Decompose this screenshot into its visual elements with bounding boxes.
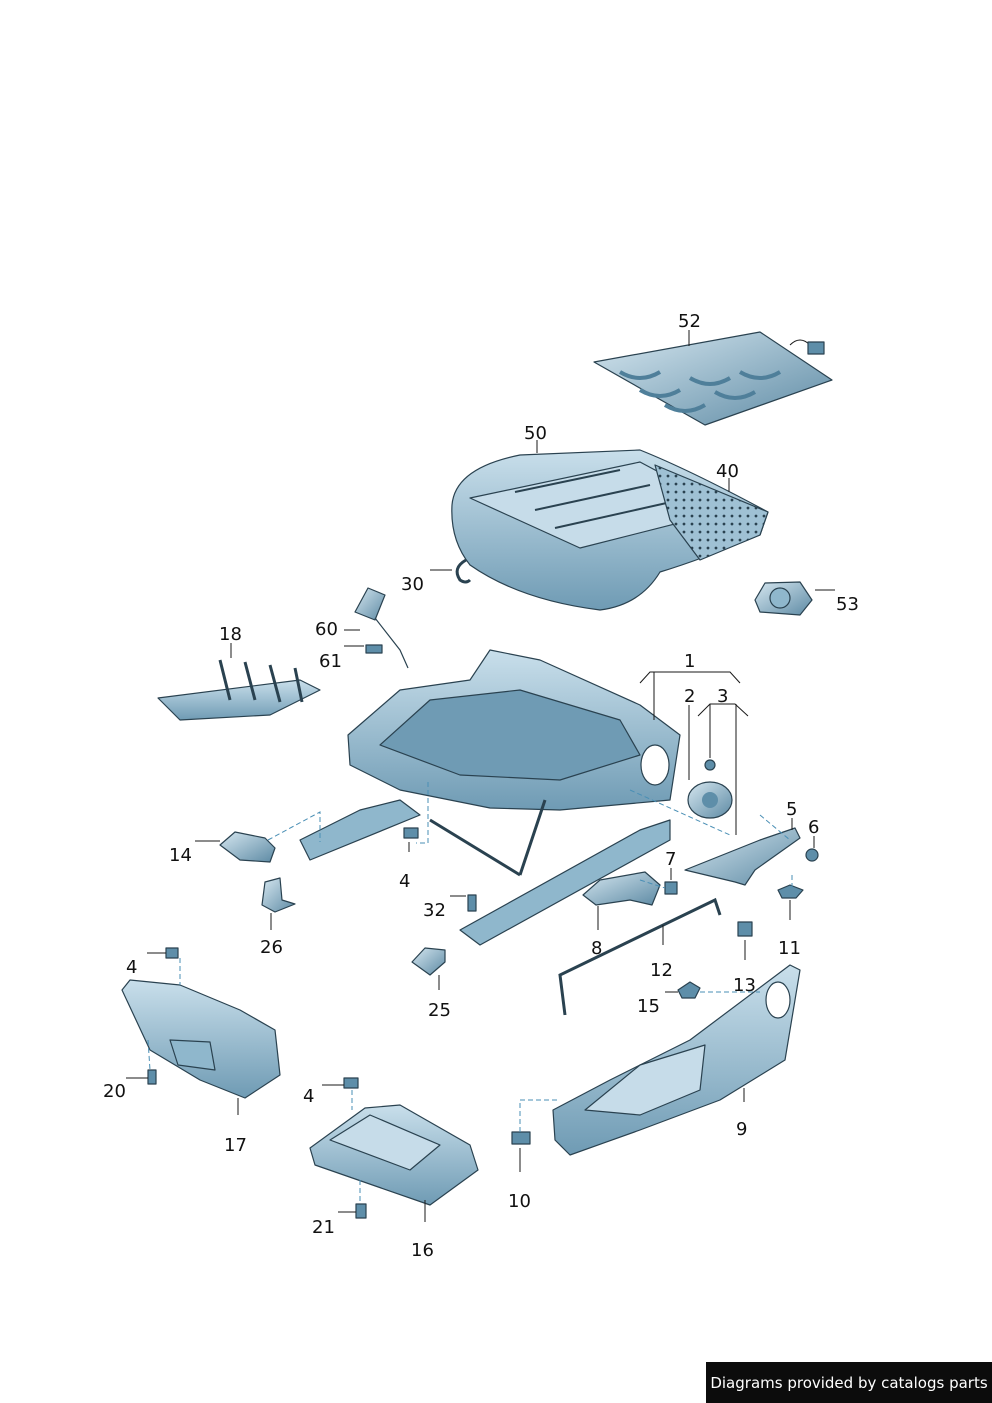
part-10-clip [511, 1131, 531, 1145]
label-1: 1 [684, 651, 696, 672]
part-60-belt-buckle [354, 587, 409, 669]
part-20-bolt [147, 1069, 157, 1085]
label-26: 26 [260, 937, 283, 958]
part-9-side-trim [552, 964, 801, 1156]
part-25-bracket [411, 947, 446, 976]
label-32: 32 [423, 900, 446, 921]
alignment-dashes [147, 782, 793, 1204]
part-30-clip [455, 558, 472, 584]
part-14-cover [219, 831, 276, 863]
label-15: 15 [637, 996, 660, 1017]
part-53-motor [754, 581, 813, 616]
part-2-motor [687, 781, 733, 819]
label-5: 5 [786, 799, 798, 820]
label-4-tray: 4 [303, 1086, 315, 1107]
part-32-bolt [467, 894, 477, 912]
part-18-lumbar-support [157, 659, 321, 721]
label-25: 25 [428, 1000, 451, 1021]
part-17-front-cover [121, 979, 281, 1099]
label-18: 18 [219, 624, 242, 645]
label-14: 14 [169, 845, 192, 866]
credit-banner: Diagrams provided by catalogs parts [706, 1362, 992, 1403]
leader-lines [126, 330, 835, 1222]
label-17: 17 [224, 1135, 247, 1156]
label-7: 7 [665, 849, 677, 870]
label-20: 20 [103, 1081, 126, 1102]
part-21-bolt [355, 1203, 367, 1219]
part-16-storage-tray [309, 1104, 479, 1206]
part-52-heating-mat [593, 331, 833, 426]
label-52: 52 [678, 311, 701, 332]
label-50: 50 [524, 423, 547, 444]
label-3: 3 [717, 686, 729, 707]
label-8: 8 [591, 938, 603, 959]
part-4-clip-cover [165, 947, 179, 959]
part-1-seat-frame [299, 649, 681, 946]
part-5-lever [684, 827, 801, 886]
label-4-frame: 4 [399, 871, 411, 892]
part-3-nut [704, 759, 716, 771]
label-60: 60 [315, 619, 338, 640]
part-50-seat-cushion [451, 449, 769, 611]
label-21: 21 [312, 1217, 335, 1238]
label-10: 10 [508, 1191, 531, 1212]
label-2: 2 [684, 686, 696, 707]
part-26-bracket [261, 877, 296, 913]
part-4-clip-tray [343, 1077, 359, 1089]
label-61: 61 [319, 651, 342, 672]
part-4-clip-frame [403, 827, 419, 839]
part-7-clip [664, 881, 678, 895]
part-61-bolt [365, 644, 383, 654]
label-40: 40 [716, 461, 739, 482]
part-6-bolt [805, 848, 819, 862]
label-4-cover: 4 [126, 957, 138, 978]
label-6: 6 [808, 817, 820, 838]
part-11-fastener [777, 884, 804, 899]
label-9: 9 [736, 1119, 748, 1140]
credit-text: Diagrams provided by catalogs parts [710, 1373, 988, 1392]
label-30: 30 [401, 574, 424, 595]
part-15-connector [677, 981, 701, 999]
label-12: 12 [650, 960, 673, 981]
label-13: 13 [733, 975, 756, 996]
part-13-bolt [737, 921, 753, 937]
label-11: 11 [778, 938, 801, 959]
label-16: 16 [411, 1240, 434, 1261]
label-53: 53 [836, 594, 859, 615]
part-12-cable [558, 897, 722, 1016]
